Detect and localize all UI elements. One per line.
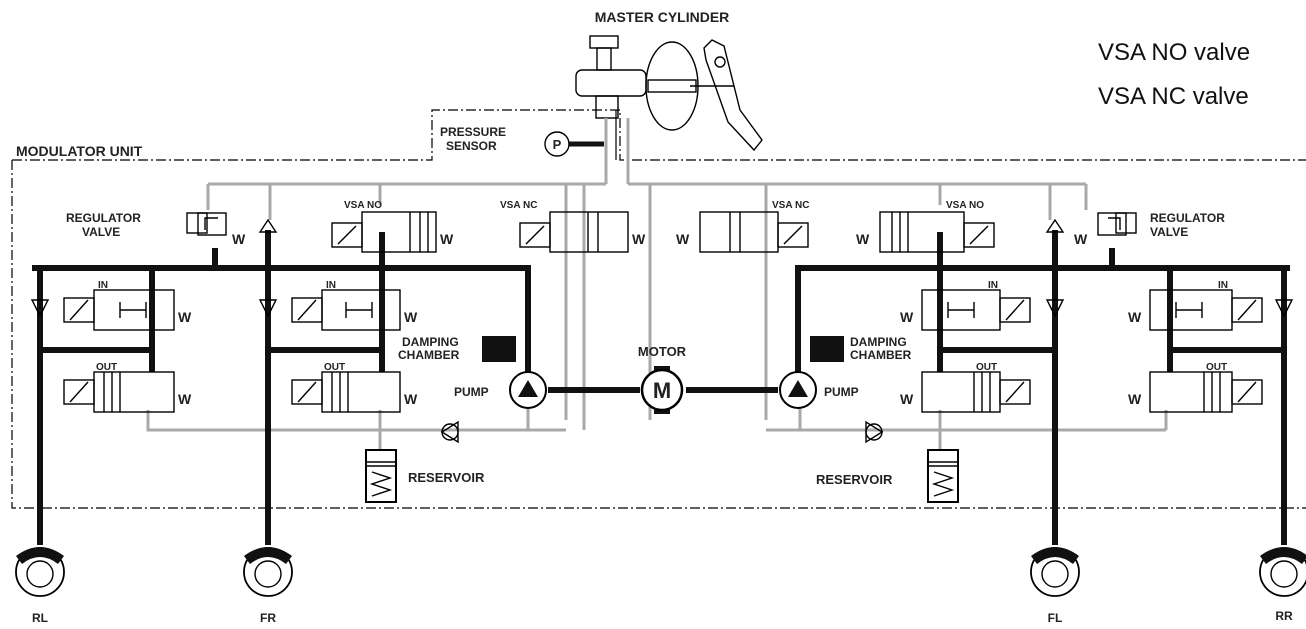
wheel-brake-fr xyxy=(243,547,293,597)
regulator-valve-right: W xyxy=(1074,212,1137,247)
in-label-rl: IN xyxy=(98,280,108,291)
in-valve-fl: W xyxy=(900,289,1031,331)
reservoir-right-label: RESERVOIR xyxy=(816,472,893,487)
modulator-unit-label: MODULATOR UNIT xyxy=(16,143,143,159)
pressure-symbol: P xyxy=(553,137,562,152)
in-label-rr: IN xyxy=(1218,280,1228,291)
regulator-valve-left-label-2: VALVE xyxy=(82,225,120,239)
damping-chamber-right-label-2: CHAMBER xyxy=(850,348,912,362)
regulator-valve-left-label-1: REGULATOR xyxy=(66,211,141,225)
out-valve-rr: W xyxy=(1128,371,1263,413)
in-valve-rr: W xyxy=(1128,289,1263,331)
pump-left-label: PUMP xyxy=(454,385,489,399)
reservoir-left xyxy=(365,449,397,503)
svg-text:W: W xyxy=(856,231,870,247)
vsa-nc-left-label: VSA NC xyxy=(500,200,537,211)
wheel-brake-fl xyxy=(1030,547,1080,597)
regulator-valve-right-label-1: REGULATOR xyxy=(1150,211,1225,225)
pressure-sensor-label-1: PRESSURE xyxy=(440,125,506,139)
motor-label: MOTOR xyxy=(638,344,687,359)
out-valve-rl: W xyxy=(63,371,192,413)
out-valve-fl: W xyxy=(900,371,1031,413)
in-valve-rl: W xyxy=(63,289,192,331)
regulator-valve-left: W xyxy=(186,212,246,247)
svg-text:W: W xyxy=(404,309,418,325)
out-label-fl: OUT xyxy=(976,362,997,373)
damping-chamber-left xyxy=(482,336,516,362)
pump-right xyxy=(779,371,817,409)
svg-text:W: W xyxy=(178,391,192,407)
wheel-label-fr: FR xyxy=(260,611,276,625)
damping-chamber-right-label-1: DAMPING xyxy=(850,335,907,349)
in-label-fr: IN xyxy=(326,280,336,291)
reservoir-left-label: RESERVOIR xyxy=(408,470,485,485)
vsa-nc-right-label: VSA NC xyxy=(772,200,809,211)
damping-chamber-left-label-1: DAMPING xyxy=(402,335,459,349)
out-label-rr: OUT xyxy=(1206,362,1227,373)
pump-left xyxy=(509,371,547,409)
spring-label: W xyxy=(232,231,246,247)
out-label-rl: OUT xyxy=(96,362,117,373)
motor: M xyxy=(640,366,684,414)
vsa-no-valve-right: W xyxy=(856,211,995,253)
pressure-sensor-label-2: SENSOR xyxy=(446,139,497,153)
master-cylinder xyxy=(575,35,763,152)
in-valve-fr: W xyxy=(291,289,418,331)
vsa-nc-valve-left: W xyxy=(519,211,646,253)
wheel-label-rl: RL xyxy=(32,611,48,625)
reservoir-right xyxy=(927,449,959,503)
svg-text:W: W xyxy=(900,309,914,325)
svg-text:W: W xyxy=(1128,391,1142,407)
svg-text:W: W xyxy=(1128,309,1142,325)
wheel-label-fl: FL xyxy=(1048,611,1063,625)
regulator-valve-right-label-2: VALVE xyxy=(1150,225,1188,239)
master-cylinder-label: MASTER CYLINDER xyxy=(595,9,730,25)
in-label-fl: IN xyxy=(988,280,998,291)
svg-text:W: W xyxy=(404,391,418,407)
vsa-no-right-label: VSA NO xyxy=(946,200,984,211)
out-label-fr: OUT xyxy=(324,362,345,373)
out-valve-fr: W xyxy=(291,371,418,413)
note-vsa-nc-valve: VSA NC valve xyxy=(1098,83,1249,110)
note-vsa-no-valve: VSA NO valve xyxy=(1098,39,1250,66)
damping-chamber-left-label-2: CHAMBER xyxy=(398,348,460,362)
pressure-sensor: P xyxy=(544,131,604,157)
check-valves xyxy=(30,299,1294,444)
svg-text:W: W xyxy=(440,231,454,247)
svg-text:W: W xyxy=(178,309,192,325)
vsa-nc-valve-right: W xyxy=(676,211,809,253)
modulator-unit-boundary xyxy=(11,109,1306,509)
svg-text:W: W xyxy=(1074,231,1088,247)
wheel-brake-rr xyxy=(1259,547,1306,597)
vsa-no-left-label: VSA NO xyxy=(344,200,382,211)
pump-right-label: PUMP xyxy=(824,385,859,399)
vsa-no-valve-left: W xyxy=(331,211,454,253)
damping-chamber-right xyxy=(810,336,844,362)
svg-text:W: W xyxy=(900,391,914,407)
motor-symbol: M xyxy=(653,378,671,403)
wheel-label-rr: RR xyxy=(1275,609,1293,623)
wheel-brake-rl xyxy=(15,547,65,597)
svg-text:W: W xyxy=(632,231,646,247)
svg-text:W: W xyxy=(676,231,690,247)
